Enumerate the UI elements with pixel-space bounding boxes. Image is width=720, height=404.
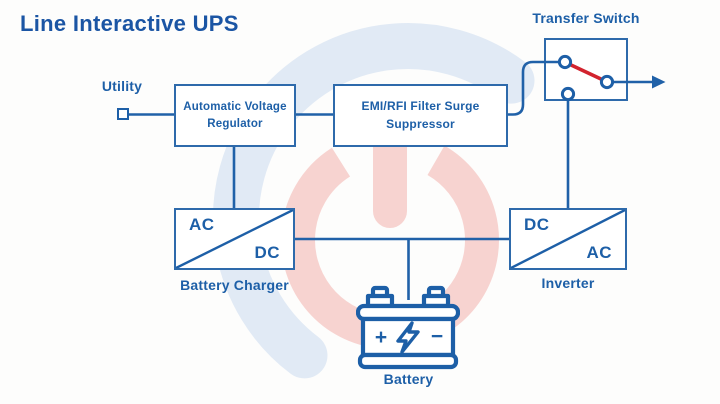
battery-minus-sign: −: [431, 325, 443, 348]
battery-base: [357, 352, 459, 370]
avr-label-line1: Automatic Voltage: [183, 100, 287, 113]
emi-label-line1: EMI/RFI Filter Surge: [361, 99, 480, 114]
utility-label: Utility: [101, 78, 143, 94]
inverter-input-label: DC: [524, 215, 550, 234]
battery-icon: + −: [356, 285, 460, 370]
output-arrow-icon: [652, 75, 666, 89]
battery-charger-label: Battery Charger: [180, 277, 289, 293]
emi-label-line2: Suppressor: [386, 116, 455, 131]
charger-input-label: AC: [189, 215, 215, 234]
inverter-label: Inverter: [541, 275, 595, 291]
battery-plus-sign: +: [375, 326, 387, 349]
avr-label-line2: Regulator: [207, 117, 263, 130]
page-title: Line Interactive UPS: [20, 11, 239, 36]
charger-output-label: DC: [254, 243, 280, 262]
battery-label: Battery: [383, 371, 434, 387]
inverter-box: DC AC: [509, 208, 627, 270]
utility-source-node: [117, 108, 129, 120]
inverter-output-label: AC: [586, 243, 612, 262]
emi-filter-box: EMI/RFI Filter Surge Suppressor: [333, 84, 508, 147]
transfer-switch-box: [544, 38, 628, 101]
transfer-switch-label: Transfer Switch: [532, 10, 640, 26]
battery-charger-box: AC DC: [174, 208, 295, 270]
avr-box: Automatic Voltage Regulator: [174, 84, 296, 147]
